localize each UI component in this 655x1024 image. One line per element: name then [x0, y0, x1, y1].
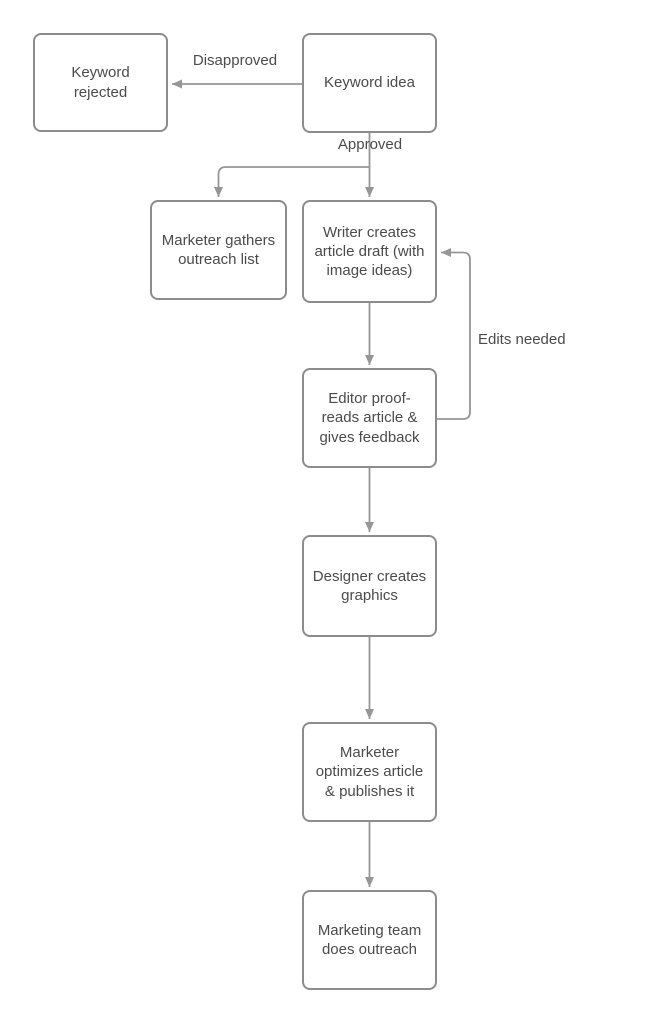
node-writer-creates-article-draft: Writer creates article draft (with image…	[302, 200, 437, 303]
edge-label-disapproved: Disapproved	[192, 52, 278, 69]
node-marketer-optimizes-article: Marketer optimizes article & publishes i…	[302, 722, 437, 822]
edge-label-approved: Approved	[337, 136, 403, 153]
node-label: Marketer gathers outreach list	[161, 231, 276, 268]
edge-editor-proofreads-to-writer-creates-edits-loop	[437, 248, 471, 420]
node-label: Writer creates article draft (with image…	[314, 223, 425, 280]
node-keyword-idea: Keyword idea	[302, 33, 437, 133]
node-marketing-team-does-outreach: Marketing team does outreach	[302, 890, 437, 990]
edge-label-edits-needed: Edits needed	[478, 331, 566, 348]
node-label: Designer creates graphics	[312, 567, 427, 604]
node-designer-creates-graphics: Designer creates graphics	[302, 535, 437, 637]
node-label: Marketer optimizes article & publishes i…	[315, 744, 424, 800]
edge-keyword-idea-to-marketer-gathers	[214, 166, 370, 197]
node-editor-proofreads-article: Editor proof-reads article & gives feedb…	[302, 368, 437, 468]
node-marketer-gathers-outreach: Marketer gathers outreach list	[150, 200, 287, 300]
node-label: Editor proof-reads article & gives feedb…	[319, 390, 420, 446]
node-label: Marketing team does outreach	[317, 921, 422, 958]
node-label: Keyword idea	[324, 74, 415, 92]
node-label: Keyword rejected	[71, 64, 130, 101]
node-keyword-rejected: Keyword rejected	[33, 33, 168, 132]
